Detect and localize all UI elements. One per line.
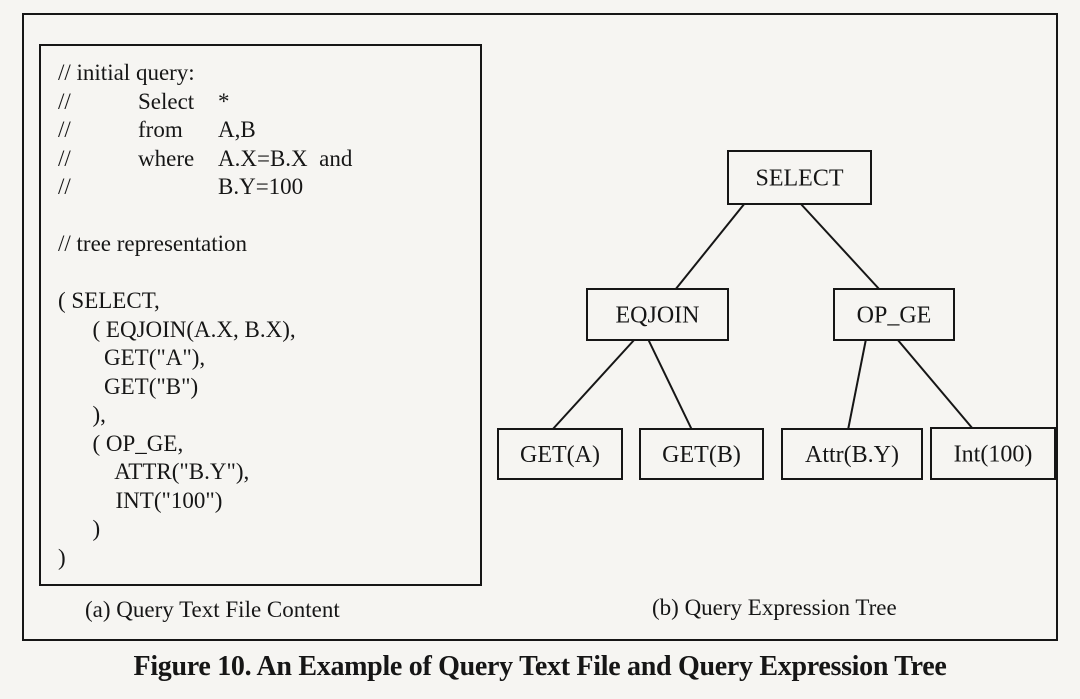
- figure-caption: Figure 10. An Example of Query Text File…: [133, 651, 947, 682]
- query-text-file-box: // initial query: // Select * // from A,…: [39, 44, 482, 586]
- figure-border: [22, 13, 1058, 641]
- caption-panel-a: (a) Query Text File Content: [85, 597, 340, 622]
- caption-panel-b: (b) Query Expression Tree: [652, 595, 897, 620]
- query-text-file-content: // initial query: // Select * // from A,…: [58, 60, 353, 570]
